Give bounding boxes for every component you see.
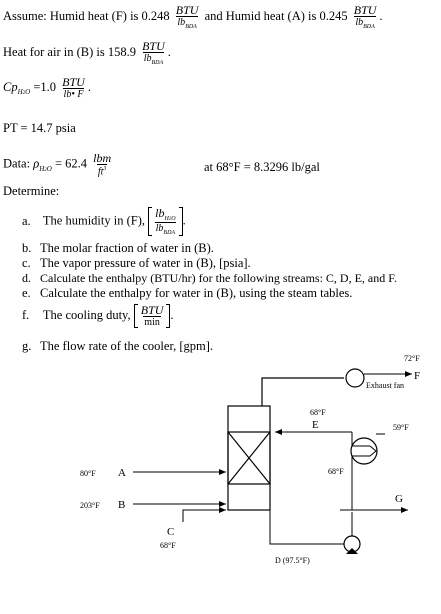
temp-68-c: 68°F	[160, 541, 176, 550]
heat-air-line: Heat for air in (B) is 158.9 BTU lbBDA .	[3, 39, 171, 66]
item-d: d.Calculate the enthalpy (BTU/hr) for th…	[22, 271, 397, 285]
assume-mid: and Humid heat (A) is 0.245	[204, 8, 348, 23]
item-c: c.The vapor pressure of water in (B), [p…	[22, 256, 251, 270]
exhaust-fan-icon	[345, 368, 365, 388]
unit-fraction: BTU lbBDA	[353, 3, 377, 30]
label-a: A	[118, 467, 126, 479]
stream-d-line	[269, 510, 344, 545]
bracket-fraction: BTU min	[133, 304, 171, 328]
item-b: b.The molar fraction of water in (B).	[22, 241, 214, 255]
label-c: C	[167, 526, 174, 538]
stream-c-arrow	[182, 507, 226, 522]
unit-fraction: lbm ft3	[93, 151, 112, 178]
label-d: D (97.5°F)	[275, 556, 310, 565]
bracket-fraction: lbH2O lbBDA	[148, 207, 183, 237]
temp-80: 80°F	[80, 469, 96, 478]
item-e: e.Calculate the enthalpy for water in (B…	[22, 286, 353, 300]
temp-72: 72°F	[404, 354, 420, 363]
assume-prefix: Assume: Humid heat (F) is 0.248	[3, 8, 170, 23]
temp-68-hx: 68°F	[328, 467, 344, 476]
unit-fraction: BTU lbBDA	[142, 39, 165, 66]
temp-203: 203°F	[80, 501, 100, 510]
label-e: E	[312, 419, 319, 431]
item-g: g.The flow rate of the cooler, [gpm].	[22, 339, 214, 353]
temp-68-e: 68°F	[310, 408, 326, 417]
label-g: G	[395, 493, 403, 505]
data-right: at 68°F = 8.3296 lb/gal	[204, 160, 320, 174]
label-f: F	[414, 370, 420, 382]
data-line: Data: ρH2O = 62.4 lbm ft3	[3, 151, 112, 178]
exhaust-fan-label: Exhaust fan	[366, 381, 404, 390]
unit-fraction: BTU lb• F	[62, 75, 85, 100]
item-a: a. The humidity in (F), lbH2O lbBDA .	[22, 206, 186, 237]
item-f: f. The cooling duty, BTU min .	[22, 303, 174, 328]
determine-heading: Determine:	[3, 184, 60, 198]
assume-line: Assume: Humid heat (F) is 0.248 BTU lbBD…	[3, 3, 383, 30]
temp-59: 59°F	[393, 423, 409, 432]
label-b: B	[118, 499, 125, 511]
pt-line: PT = 14.7 psia	[3, 121, 76, 135]
cp-line: CpH2O =1.0 BTU lb• F .	[3, 75, 91, 100]
cooling-tower	[227, 405, 271, 511]
exhaust-line	[261, 377, 344, 406]
heat-exchanger-icon	[350, 437, 378, 465]
unit-fraction: BTU lbBDA	[175, 3, 199, 30]
